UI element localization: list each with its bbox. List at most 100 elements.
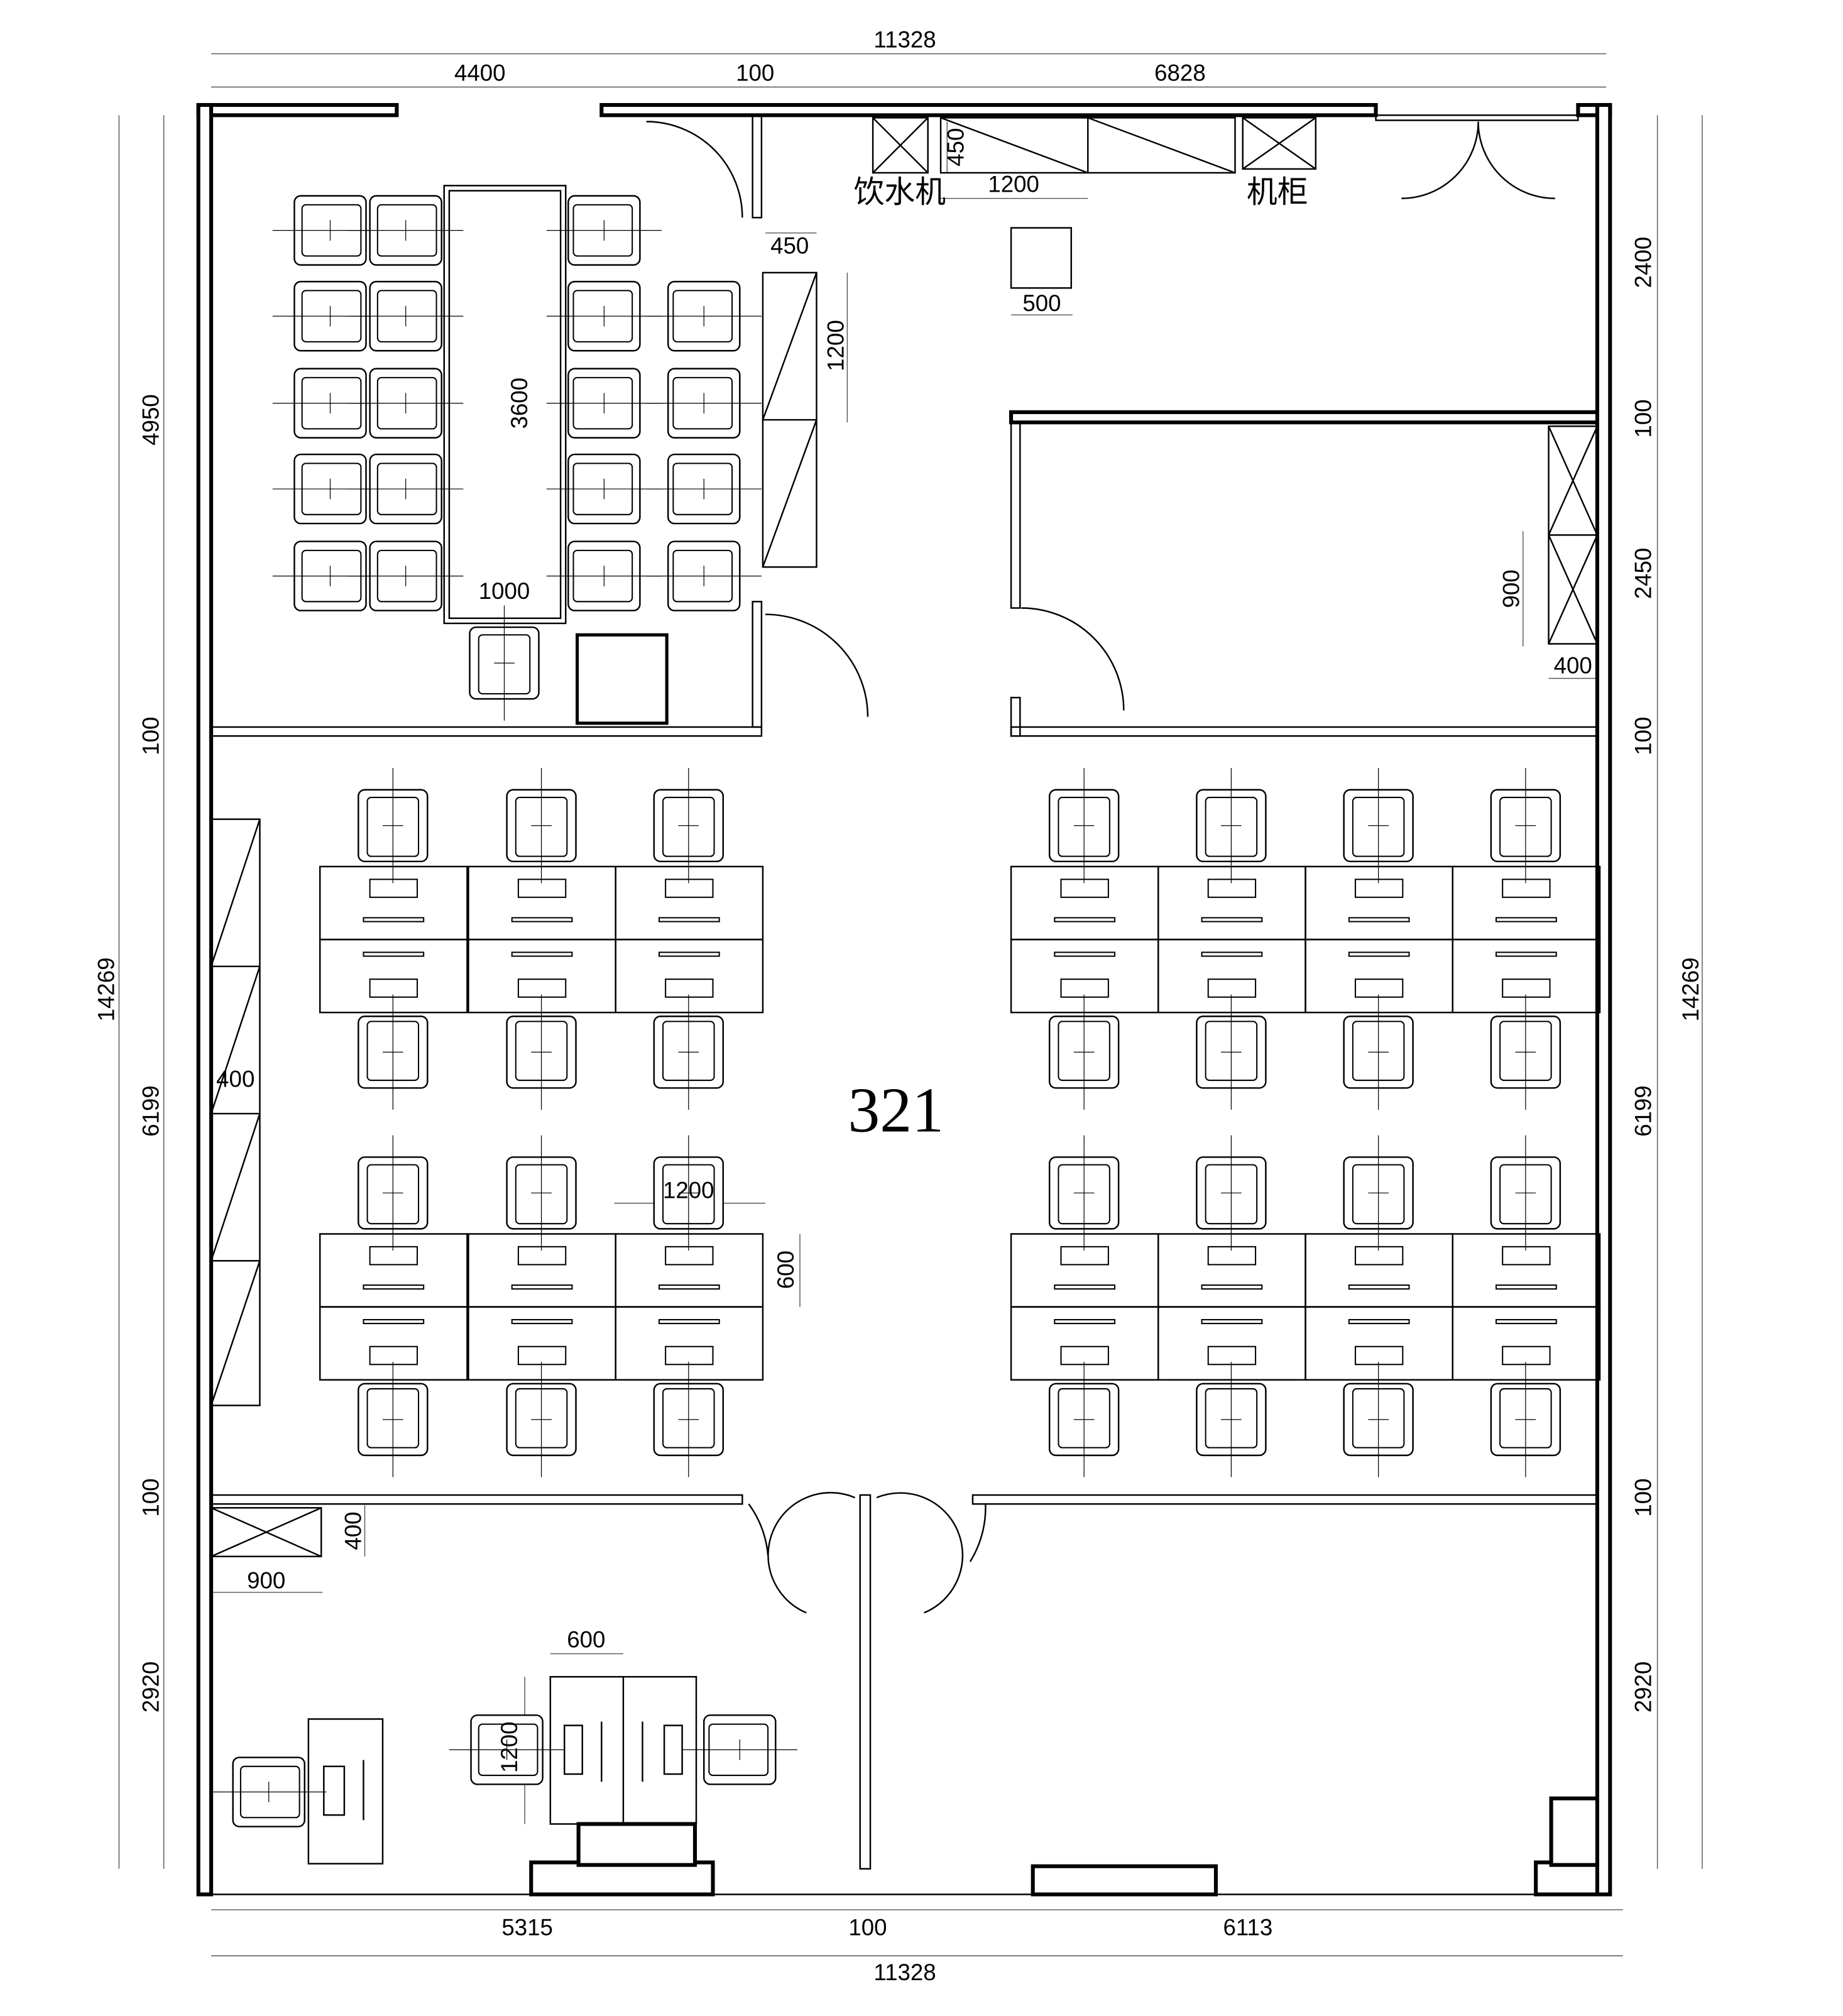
dim-bottom-mid: 100	[848, 1915, 887, 1941]
dim-cabinet-depth: 450	[770, 233, 809, 258]
chair	[1490, 994, 1561, 1110]
chair	[653, 1362, 725, 1477]
walls	[196, 102, 1612, 1897]
desk	[615, 1306, 764, 1381]
dim-box: 500	[1022, 290, 1061, 316]
chair	[348, 368, 464, 439]
dim-right-2: 100	[1630, 399, 1656, 437]
dim-right-3: 2450	[1630, 548, 1656, 600]
chair	[1196, 768, 1267, 884]
chair	[348, 280, 464, 352]
dim-right-7: 2920	[1630, 1662, 1656, 1713]
chair	[272, 540, 388, 611]
dim-file-len: 900	[247, 1568, 285, 1594]
dim-shelf-depth: 400	[216, 1066, 254, 1092]
desk	[1010, 1306, 1159, 1381]
desk	[1452, 1306, 1601, 1381]
chair	[348, 453, 464, 525]
desk	[319, 1306, 468, 1381]
dim-left-5: 2920	[138, 1662, 164, 1713]
water-dispenser	[872, 117, 929, 174]
chair	[348, 540, 464, 611]
dim-bottom-left: 5315	[501, 1915, 553, 1941]
dim-right-total: 14269	[1678, 957, 1704, 1021]
chair	[1343, 994, 1414, 1110]
desk	[615, 1233, 764, 1308]
dim-right-6: 100	[1630, 1478, 1656, 1516]
chair	[358, 1362, 429, 1477]
dim-top-left: 4400	[454, 60, 506, 85]
chair	[646, 453, 762, 525]
chair	[449, 1714, 565, 1785]
dim-bottom-right: 6113	[1223, 1915, 1272, 1941]
desk	[468, 1233, 616, 1308]
desk	[1010, 938, 1159, 1014]
desk	[1157, 865, 1306, 941]
desk	[319, 1233, 468, 1308]
chair	[272, 453, 388, 525]
chair	[1490, 1135, 1561, 1251]
dim-counter-depth: 450	[943, 128, 969, 167]
server-cabinet	[1242, 117, 1317, 170]
desk	[615, 865, 764, 941]
chair	[1343, 1362, 1414, 1477]
chair	[506, 1135, 577, 1251]
desk	[1304, 938, 1453, 1014]
chair	[646, 280, 762, 352]
manager-desk	[307, 1718, 384, 1865]
chair	[646, 368, 762, 439]
chair	[1048, 1135, 1120, 1251]
desk	[615, 938, 764, 1014]
dim-desk-len: 1200	[663, 1177, 714, 1203]
dim-locker-depth: 400	[1554, 652, 1592, 678]
dim-right-1: 2400	[1630, 237, 1656, 288]
desk	[1304, 865, 1453, 941]
desk	[468, 865, 616, 941]
chair	[546, 540, 662, 611]
partitions	[210, 114, 1599, 1870]
meeting-room	[443, 185, 1073, 725]
box	[1010, 227, 1073, 289]
chair	[1343, 1135, 1414, 1251]
desk	[1157, 938, 1306, 1014]
chair	[1196, 994, 1267, 1110]
chair	[506, 1362, 577, 1477]
counters	[210, 117, 1599, 1865]
dim-table-width: 1000	[479, 578, 530, 604]
dim-right-5: 6199	[1630, 1085, 1656, 1137]
desk	[319, 938, 468, 1014]
dim-right-4: 100	[1630, 717, 1656, 755]
desk	[1157, 1306, 1306, 1381]
chair	[682, 1714, 797, 1785]
dim-bottom-total: 11328	[873, 1959, 936, 1985]
dim-left-3: 6199	[138, 1085, 164, 1137]
workstations	[319, 865, 1601, 1381]
chair	[272, 368, 388, 439]
chair	[1196, 1135, 1267, 1251]
room-number: 321	[848, 1075, 944, 1146]
dim-counter-len: 1200	[988, 172, 1039, 197]
chair	[506, 768, 577, 884]
chair	[469, 605, 540, 721]
desk	[1452, 1233, 1601, 1308]
chair	[1048, 768, 1120, 884]
dim-left-2: 100	[138, 717, 164, 755]
conference-table	[443, 185, 567, 625]
chair	[546, 368, 662, 439]
chair	[546, 280, 662, 352]
dim-file-depth: 400	[340, 1511, 366, 1550]
wall-shelf	[210, 818, 261, 1406]
chair	[211, 1756, 327, 1827]
chair	[646, 540, 762, 611]
label-cabinet: 机柜	[1247, 174, 1308, 210]
desk	[1010, 865, 1159, 941]
dim-table-len: 3600	[506, 378, 532, 429]
chair	[653, 768, 725, 884]
chair	[653, 994, 725, 1110]
chair	[358, 1135, 429, 1251]
chair	[348, 195, 464, 266]
desk	[1010, 1233, 1159, 1308]
file-cabinet	[210, 1507, 322, 1557]
dimension-lines	[118, 53, 1703, 1956]
